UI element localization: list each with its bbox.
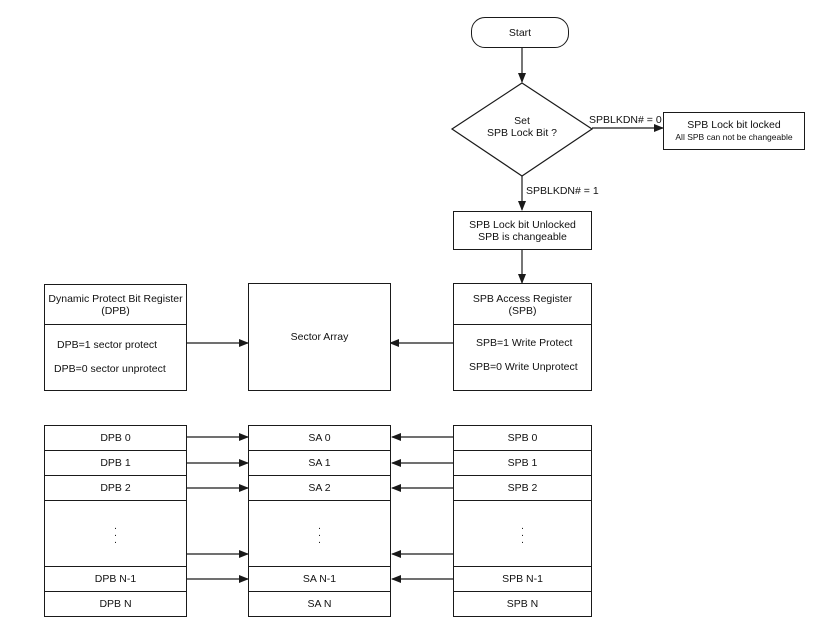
unlocked-text-line1: SPB Lock bit Unlocked bbox=[469, 219, 576, 231]
vertical-ellipsis: ... bbox=[521, 521, 524, 546]
spb-row: SPB N bbox=[453, 591, 592, 617]
dpb-register-item2: DPB=0 sector unprotect bbox=[54, 363, 166, 375]
spb-register-header: SPB Access Register (SPB) bbox=[454, 284, 591, 325]
dpb-row: DPB 1 bbox=[44, 450, 187, 476]
decision-text-line1: Set bbox=[514, 115, 530, 127]
branch-label-zero: SPBLKDN# = 0 bbox=[589, 114, 662, 126]
unlocked-text-line2: SPB is changeable bbox=[478, 231, 567, 243]
sector-array-label: Sector Array bbox=[290, 331, 349, 343]
spb-register-item1: SPB=1 Write Protect bbox=[476, 337, 573, 349]
vertical-ellipsis: ... bbox=[318, 521, 321, 546]
connector-lines bbox=[186, 48, 664, 583]
start-terminator: Start bbox=[471, 17, 569, 48]
sa-row: SA 1 bbox=[248, 450, 391, 476]
spb-register-title-line1: SPB Access Register bbox=[472, 293, 573, 305]
spb-register-box: SPB Access Register (SPB) SPB=1 Write Pr… bbox=[453, 283, 592, 391]
sa-row: SA N-1 bbox=[248, 566, 391, 592]
branch-label-one: SPBLKDN# = 1 bbox=[526, 185, 599, 197]
unlocked-box: SPB Lock bit Unlocked SPB is changeable bbox=[453, 211, 592, 250]
dpb-row: DPB N-1 bbox=[44, 566, 187, 592]
dpb-register-title-line1: Dynamic Protect Bit Register bbox=[48, 293, 183, 305]
sa-row: SA 0 bbox=[248, 425, 391, 451]
dpb-row: DPB N bbox=[44, 591, 187, 617]
dpb-row: DPB 0 bbox=[44, 425, 187, 451]
locked-box: SPB Lock bit locked All SPB can not be c… bbox=[663, 112, 805, 150]
spb-table: SPB 0 SPB 1 SPB 2 ... SPB N-1 SPB N bbox=[453, 425, 592, 617]
sector-array-box: Sector Array bbox=[248, 283, 391, 391]
dpb-table: DPB 0 DPB 1 DPB 2 ... DPB N-1 DPB N bbox=[44, 425, 187, 617]
sa-ellipsis-row: ... bbox=[248, 500, 391, 567]
dpb-register-box: Dynamic Protect Bit Register (DPB) DPB=1… bbox=[44, 284, 187, 391]
locked-text-line1: SPB Lock bit locked bbox=[687, 119, 781, 131]
vertical-ellipsis: ... bbox=[114, 521, 117, 546]
dpb-row: DPB 2 bbox=[44, 475, 187, 501]
sa-row: SA N bbox=[248, 591, 391, 617]
spb-register-item2: SPB=0 Write Unprotect bbox=[469, 361, 578, 373]
spb-row: SPB 2 bbox=[453, 475, 592, 501]
sa-table: SA 0 SA 1 SA 2 ... SA N-1 SA N bbox=[248, 425, 391, 617]
dpb-register-header: Dynamic Protect Bit Register (DPB) bbox=[45, 285, 186, 325]
decision-diamond bbox=[450, 82, 594, 177]
spb-register-title-line2: (SPB) bbox=[508, 305, 537, 317]
spb-row: SPB N-1 bbox=[453, 566, 592, 592]
dpb-ellipsis-row: ... bbox=[44, 500, 187, 567]
spb-ellipsis-row: ... bbox=[453, 500, 592, 567]
locked-text-line2: All SPB can not be changeable bbox=[675, 132, 793, 142]
dpb-register-title-line2: (DPB) bbox=[101, 305, 130, 317]
dpb-register-item1: DPB=1 sector protect bbox=[57, 339, 158, 351]
spb-row: SPB 0 bbox=[453, 425, 592, 451]
sa-row: SA 2 bbox=[248, 475, 391, 501]
decision-text-line2: SPB Lock Bit ? bbox=[486, 127, 558, 139]
start-label: Start bbox=[508, 26, 532, 39]
spb-row: SPB 1 bbox=[453, 450, 592, 476]
